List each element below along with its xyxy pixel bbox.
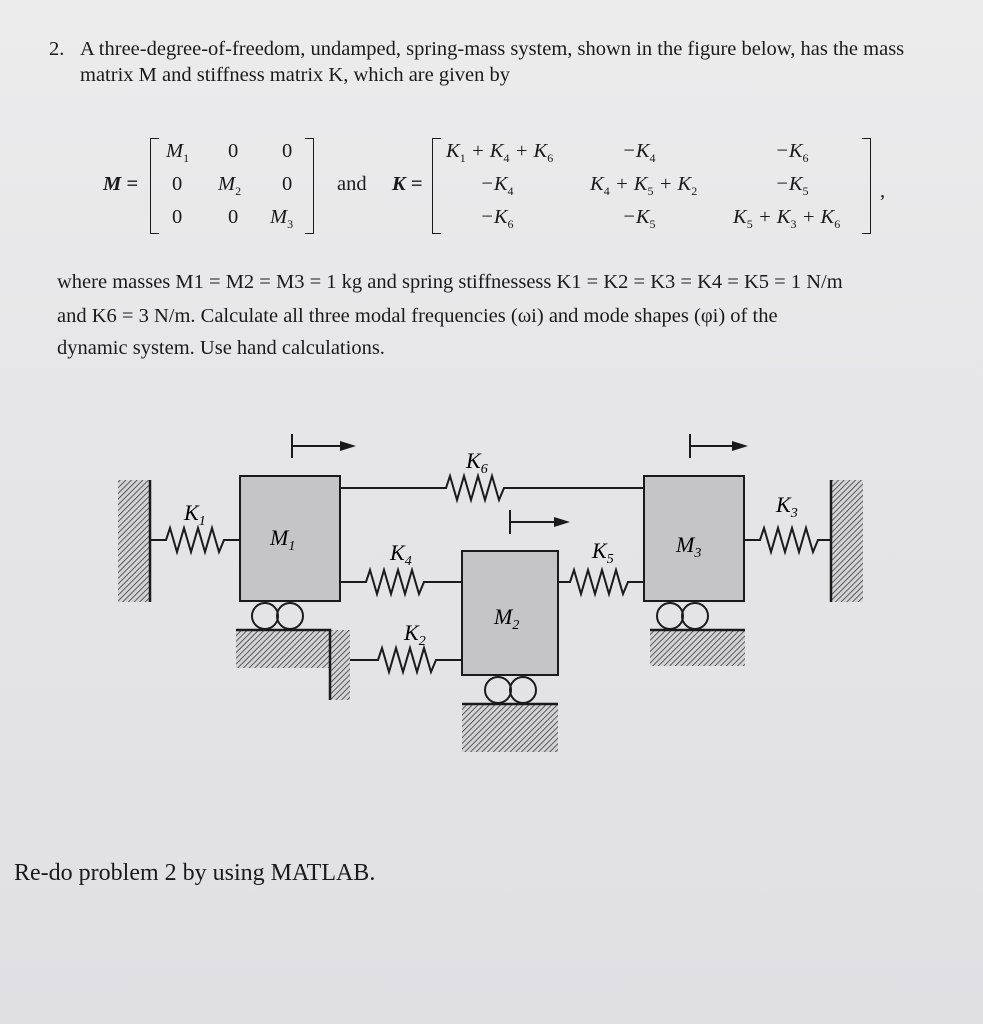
matrix-k-cell: K1 + K4 + K6 [446,140,554,166]
label-k3: K3 [775,492,798,521]
matrix-m-cell: 0 [282,173,293,195]
roller-m1-b [276,602,304,630]
redo-instruction: Re-do problem 2 by using MATLAB. [14,860,376,886]
mass-m2 [461,550,559,676]
matrix-k-cell: K4 + K5 + K2 [590,173,698,199]
matrix-m-cell: 0 [282,140,293,162]
spring-k4 [340,566,462,598]
roller-m2-b [509,676,537,704]
matrix-m-cell: M1 [166,140,190,166]
matrix-k-cell: −K4 [622,140,656,166]
matrix-m-label: M = [103,173,139,195]
matrix-m-cell: 0 [228,206,239,228]
ground-m1 [236,630,350,700]
label-k1: K1 [183,500,206,529]
matrix-k-cell: −K6 [480,206,514,232]
label-k5: K5 [591,538,614,567]
matrix-k-left-bracket [432,138,441,234]
matrix-k-right-bracket [862,138,871,234]
ground-m2 [462,704,558,752]
displacement-arrow-m2 [554,517,570,527]
spring-k6 [340,472,644,504]
matrix-m-cell: 0 [172,206,183,228]
displacement-arrow-m1 [340,441,356,451]
matrix-m-cell: M2 [218,173,242,199]
matrix-k-cell: −K6 [775,140,809,166]
left-wall [118,480,150,602]
right-wall [831,480,863,602]
matrix-m-right-bracket [305,138,314,234]
ground-m3 [650,630,745,666]
spring-k2 [350,644,462,676]
mass-m1 [239,475,341,602]
matrix-k-cell: K5 + K3 + K6 [733,206,841,232]
spring-k3 [744,524,831,556]
roller-m3-a [656,602,684,630]
displacement-arrow-m3 [732,441,748,451]
mass-m3 [643,475,745,602]
roller-m2-a [484,676,512,704]
spring-k1 [150,524,240,556]
problem-number: 2. [49,38,65,60]
label-k4: K4 [389,540,412,569]
conditions-line-3: dynamic system. Use hand calculations. [57,337,385,359]
matrix-k-cell: −K4 [480,173,514,199]
roller-m1-a [251,602,279,630]
matrix-k-label: K = [392,173,423,195]
matrix-k-comma: , [880,180,886,202]
conditions-paragraph: where masses M1 = M2 = M3 = 1 kg and spr… [57,265,952,363]
problem-intro: A three-degree-of-freedom, undamped, spr… [80,38,905,86]
matrix-m-cell: 0 [172,173,183,195]
matrix-k-cell: −K5 [622,206,656,232]
matrix-m-cell: 0 [228,140,239,162]
matrix-m-left-bracket [150,138,159,234]
roller-m3-b [681,602,709,630]
matrices-block: M = M1 0 0 0 M2 0 0 0 M3 and K = K1 + K4… [0,0,983,260]
matrix-m-cell: M3 [270,206,294,232]
spring-k5 [558,566,644,598]
conditions-line-1: where masses M1 = M2 = M3 = 1 kg and spr… [57,271,843,293]
matrix-k-cell: −K5 [775,173,809,199]
and-word: and [337,173,367,195]
label-k6: K6 [465,448,488,477]
label-k2: K2 [403,620,426,649]
conditions-line-2: and K6 = 3 N/m. Calculate all three moda… [57,305,778,327]
